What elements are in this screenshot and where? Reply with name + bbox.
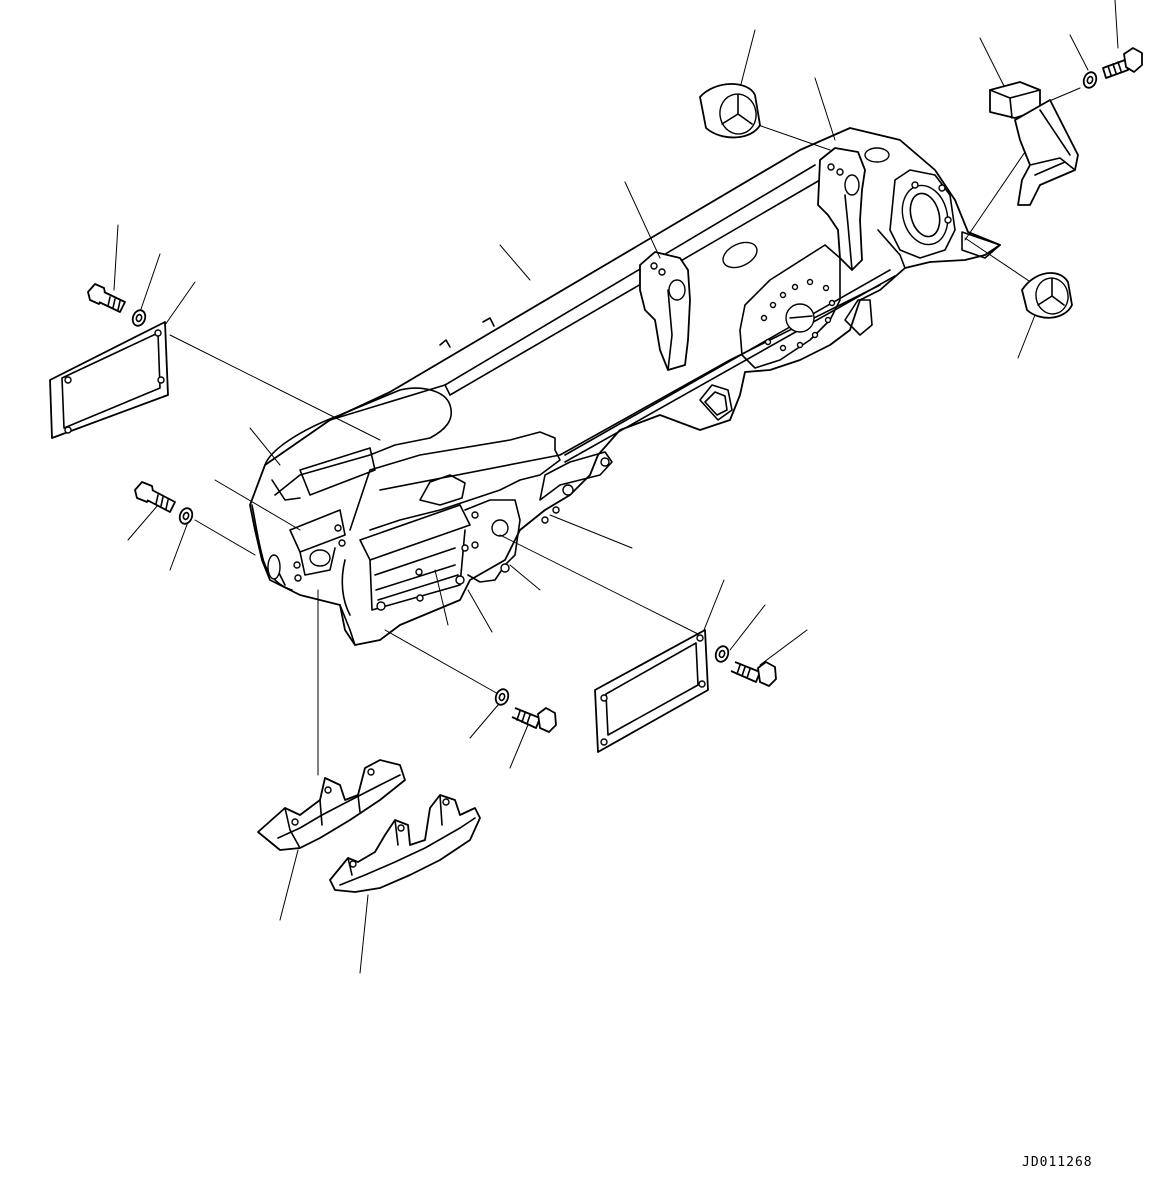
track-guard-rear	[258, 760, 405, 850]
washer-right	[714, 644, 731, 663]
washer-top-right	[1082, 70, 1099, 89]
washer-left-mid	[178, 506, 195, 525]
bolt-right	[731, 662, 776, 686]
leader-lines	[114, 0, 1118, 973]
track-guard-front	[330, 795, 480, 892]
roller-cap-right	[1022, 273, 1072, 318]
roller-cap-top	[700, 84, 760, 137]
cover-plate-left	[50, 322, 168, 438]
bolt-top-right	[1103, 48, 1142, 78]
track-frame	[250, 128, 1000, 645]
washer-center	[494, 687, 511, 706]
bolt-left-mid	[135, 482, 175, 512]
bolt-center	[512, 708, 556, 732]
cover-plate-right	[595, 630, 708, 752]
bolt-left-top	[88, 284, 125, 312]
drawing-number: JD011268	[1022, 1155, 1093, 1170]
washer-left-top	[131, 308, 148, 327]
mounting-bracket	[990, 82, 1078, 205]
